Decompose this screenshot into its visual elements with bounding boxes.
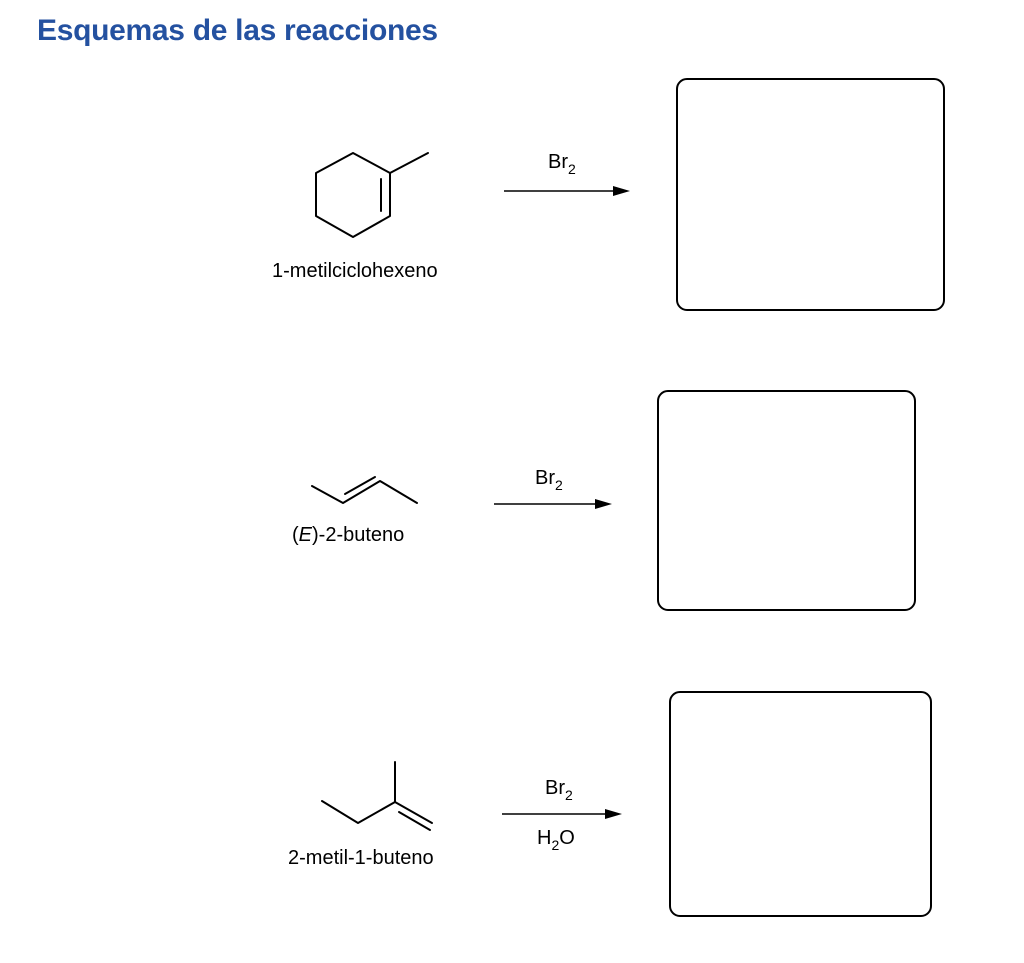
trans-double-bond-inner-line — [344, 476, 376, 495]
reagent-suffix: O — [559, 827, 575, 849]
arrowhead — [605, 809, 622, 819]
reaction-arrow-1 — [504, 186, 630, 196]
structure-e-2-buteno — [311, 476, 418, 504]
methyl-substituent-bond — [389, 152, 429, 174]
arrowhead — [595, 499, 612, 509]
reagent-base: Br — [545, 777, 565, 799]
reagent-subscript: 2 — [568, 161, 576, 177]
stereo-descriptor: E — [299, 524, 313, 546]
reagent-base: Br — [535, 467, 555, 489]
reaction-3: 2-metil-1-buteno Br2 H2O — [288, 691, 932, 917]
reactant-name-1: 1-metilciclohexeno — [272, 260, 438, 282]
exocyclic-double-bond-outer — [394, 801, 433, 824]
reaction-arrow-3 — [502, 809, 622, 819]
butene-chain — [321, 800, 396, 824]
reagent-label-2: Br2 — [535, 467, 563, 493]
reagent-label-3-above: Br2 — [545, 777, 573, 803]
name-suffix: )-2-buteno — [312, 524, 404, 546]
reaction-2: (E)-2-buteno Br2 — [292, 390, 916, 611]
reagent-subscript: 2 — [565, 787, 573, 803]
name-prefix: ( — [292, 524, 299, 546]
exocyclic-double-bond-inner — [398, 811, 431, 831]
product-box-1[interactable] — [676, 78, 945, 311]
structure-2-metil-1-buteno — [321, 761, 433, 831]
butene-skeleton — [311, 480, 418, 504]
structure-1-metilciclohexeno — [315, 152, 429, 238]
reagent-base: Br — [548, 151, 568, 173]
cyclohexene-ring — [315, 152, 391, 238]
product-box-2[interactable] — [657, 390, 916, 611]
reactant-name-2: (E)-2-buteno — [292, 524, 404, 546]
page-title: Esquemas de las reacciones — [37, 14, 438, 47]
arrowhead — [613, 186, 630, 196]
reaction-1: 1-metilciclohexeno Br2 — [272, 78, 945, 311]
reagent-base: H — [537, 827, 551, 849]
reagent-subscript: 2 — [555, 477, 563, 493]
reagent-label-1: Br2 — [548, 151, 576, 177]
reactant-name-3: 2-metil-1-buteno — [288, 847, 434, 869]
reagent-subscript: 2 — [551, 837, 559, 853]
reagent-label-3-below: H2O — [537, 827, 575, 853]
product-box-3[interactable] — [669, 691, 932, 917]
reaction-arrow-2 — [494, 499, 612, 509]
